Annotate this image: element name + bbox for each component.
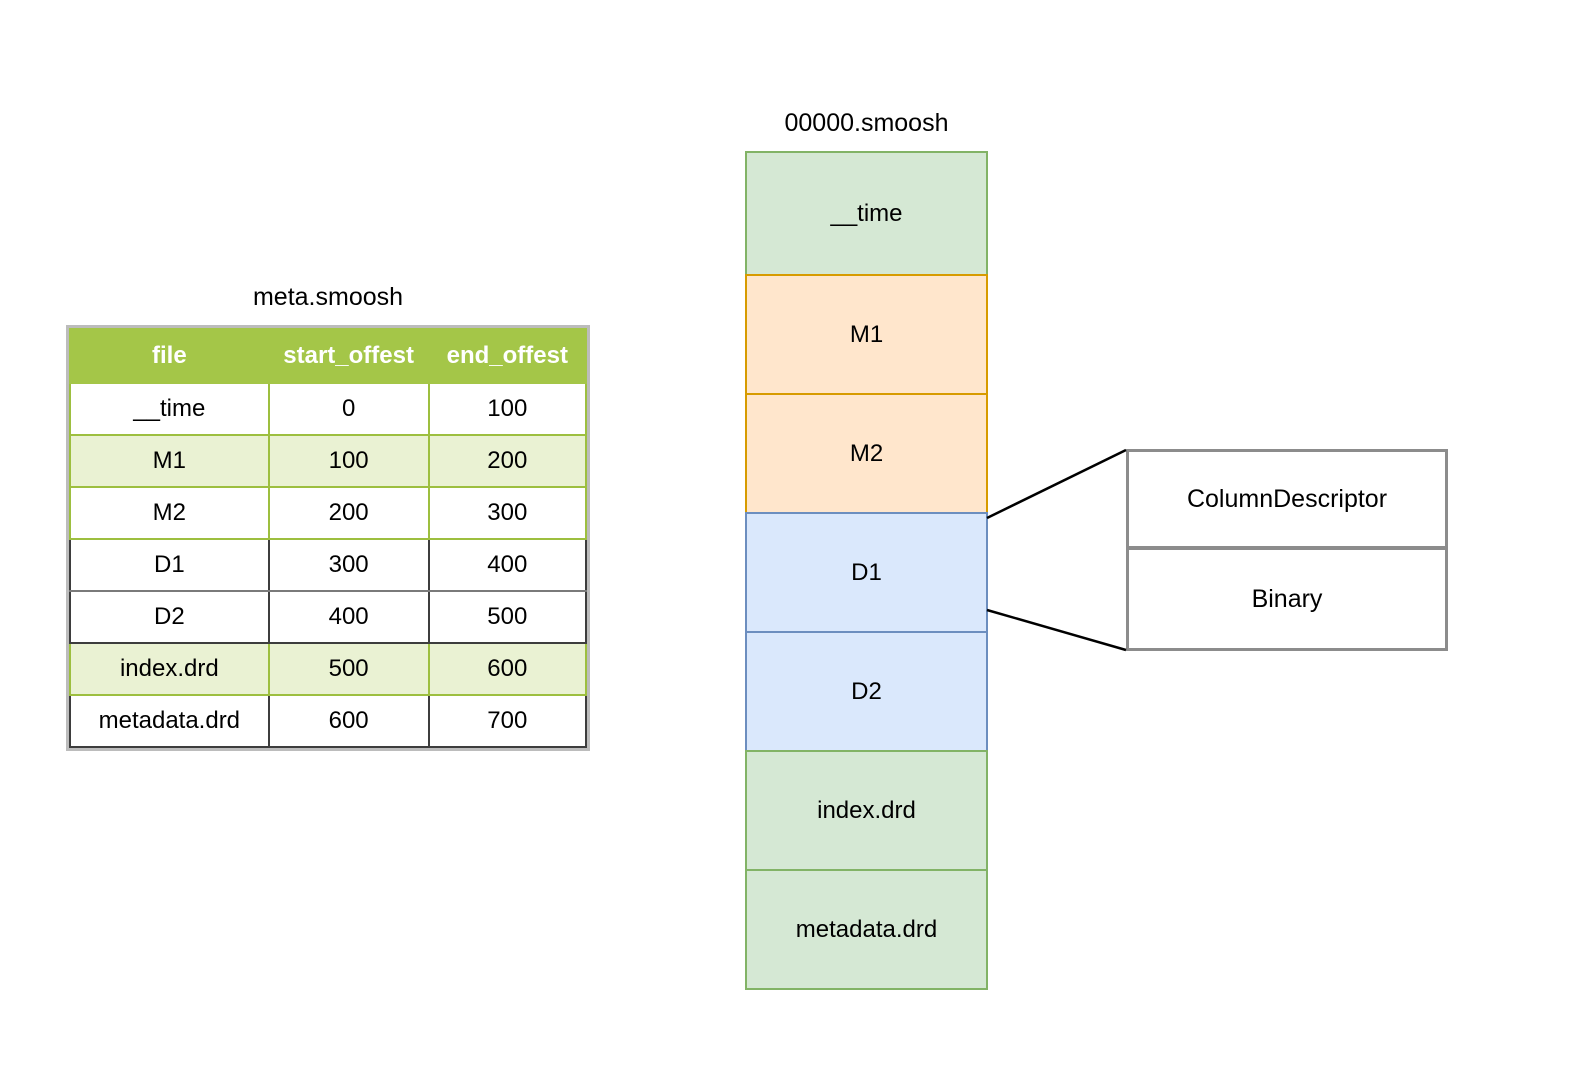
meta-smoosh-title: meta.smoosh bbox=[252, 283, 404, 311]
callout-line-top bbox=[986, 448, 1127, 520]
cell-end-offest: 400 bbox=[427, 538, 588, 592]
table-row: __time 0 100 bbox=[69, 382, 588, 436]
smoosh-file-panel: 00000.smoosh __time M1 M2 D1 D2 index.dr… bbox=[745, 108, 988, 990]
table-header-row: file start_offest end_offest bbox=[69, 328, 588, 384]
column-header-file: file bbox=[69, 328, 270, 384]
cell-file: D2 bbox=[69, 590, 270, 644]
cell-end-offest: 200 bbox=[427, 434, 588, 488]
cell-file: metadata.drd bbox=[69, 694, 270, 748]
cell-end-offest: 600 bbox=[427, 642, 588, 696]
cell-start-offest: 300 bbox=[267, 538, 430, 592]
table-row: D2 400 500 bbox=[69, 590, 588, 644]
table-row: metadata.drd 600 700 bbox=[69, 694, 588, 748]
cell-start-offest: 0 bbox=[267, 382, 430, 436]
column-header-start-offest: start_offest bbox=[267, 328, 430, 384]
cell-start-offest: 400 bbox=[267, 590, 430, 644]
column-header-end-offest: end_offest bbox=[427, 328, 588, 384]
table-row: D1 300 400 bbox=[69, 538, 588, 592]
smoosh-segment-d1: D1 bbox=[745, 512, 988, 633]
cell-end-offest: 500 bbox=[427, 590, 588, 644]
binary-label: Binary bbox=[1251, 584, 1323, 613]
meta-smoosh-panel: meta.smoosh file start_offest end_offest… bbox=[66, 282, 590, 751]
smoosh-file-title: 00000.smoosh bbox=[784, 109, 949, 137]
smoosh-segment-index-drd: index.drd bbox=[745, 750, 988, 871]
smoosh-segment-metadata-drd: metadata.drd bbox=[745, 869, 988, 990]
cell-start-offest: 600 bbox=[267, 694, 430, 748]
table-row: M2 200 300 bbox=[69, 486, 588, 540]
cell-file: M2 bbox=[69, 486, 270, 540]
column-descriptor-box: ColumnDescriptor Binary bbox=[1126, 449, 1448, 651]
meta-smoosh-table-container: file start_offest end_offest __time 0 10… bbox=[66, 325, 590, 751]
cell-file: M1 bbox=[69, 434, 270, 488]
cell-end-offest: 300 bbox=[427, 486, 588, 540]
cell-start-offest: 100 bbox=[267, 434, 430, 488]
cell-end-offest: 100 bbox=[427, 382, 588, 436]
cell-file: D1 bbox=[69, 538, 270, 592]
cell-file: __time bbox=[69, 382, 270, 436]
meta-smoosh-table: file start_offest end_offest __time 0 10… bbox=[69, 328, 588, 748]
column-descriptor-label: ColumnDescriptor bbox=[1129, 452, 1445, 550]
cell-start-offest: 500 bbox=[267, 642, 430, 696]
cell-end-offest: 700 bbox=[427, 694, 588, 748]
cell-start-offest: 200 bbox=[267, 486, 430, 540]
callout-line-bottom bbox=[986, 608, 1127, 652]
smoosh-segment-m2: M2 bbox=[745, 393, 988, 514]
smoosh-segment-d2: D2 bbox=[745, 631, 988, 752]
smoosh-segment-stack: __time M1 M2 D1 D2 index.drd metadata.dr… bbox=[745, 151, 988, 990]
table-row: M1 100 200 bbox=[69, 434, 588, 488]
smoosh-segment-m1: M1 bbox=[745, 274, 988, 395]
table-row: index.drd 500 600 bbox=[69, 642, 588, 696]
cell-file: index.drd bbox=[69, 642, 270, 696]
smoosh-segment-time: __time bbox=[745, 151, 988, 276]
